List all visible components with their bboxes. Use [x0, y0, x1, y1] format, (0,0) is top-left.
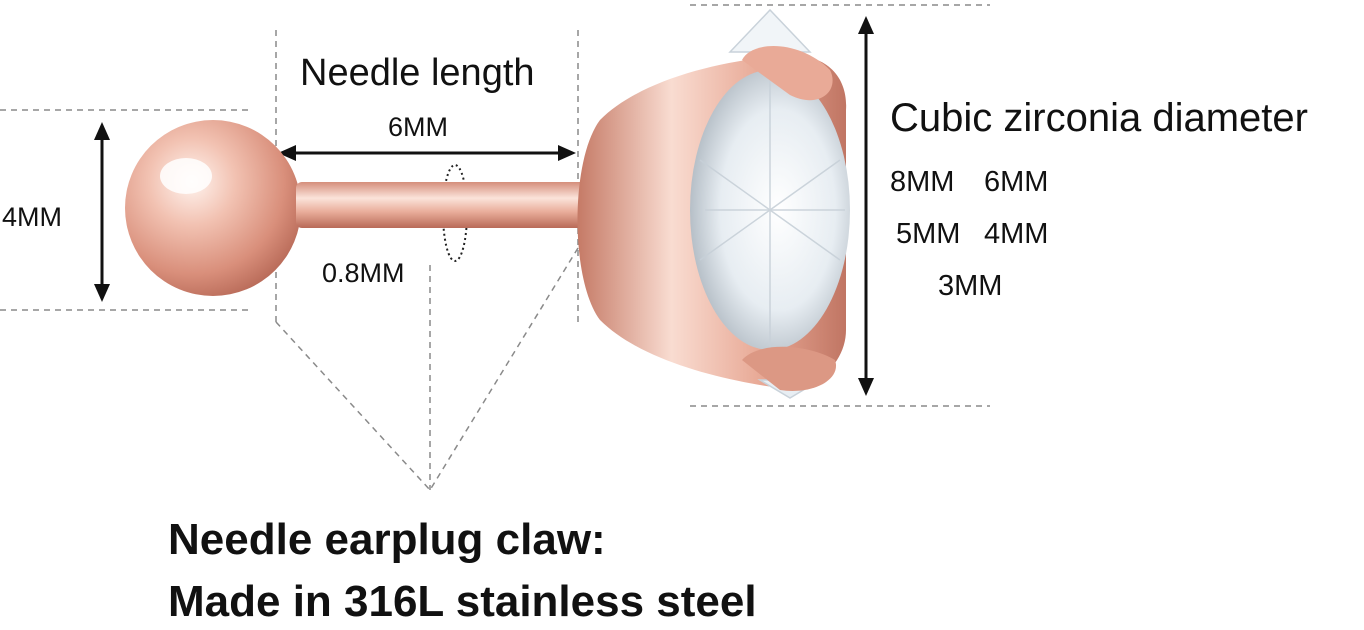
cz-diameter-title: Cubic zirconia diameter: [890, 96, 1308, 140]
ball-diameter-arrow: [94, 122, 110, 302]
crystal-crown: [728, 8, 812, 53]
cz-size-option: 8MM: [890, 166, 955, 198]
caption-material: Made in 316L stainless steel: [168, 577, 757, 626]
cz-size-option: 6MM: [984, 166, 1049, 198]
claw-prong-bottom: [742, 346, 837, 391]
ball-diameter-label: 4MM: [2, 202, 62, 232]
needle-length-title: Needle length: [300, 52, 535, 94]
crystal-diameter-arrow: [858, 16, 874, 396]
crystal-facets: [699, 72, 845, 348]
cz-size-option: 5MM: [896, 218, 961, 250]
caption-heading: Needle earplug claw:: [168, 515, 606, 564]
cz-size-option: 4MM: [984, 218, 1049, 250]
needle-length-arrow: [278, 145, 576, 161]
needle-length-value: 6MM: [388, 112, 448, 142]
needle-pin: [296, 182, 596, 228]
needle-thickness-label: 0.8MM: [322, 258, 405, 288]
ball-back: [125, 120, 301, 296]
cz-size-option: 3MM: [938, 270, 1003, 302]
claw-prong-top: [742, 46, 833, 101]
